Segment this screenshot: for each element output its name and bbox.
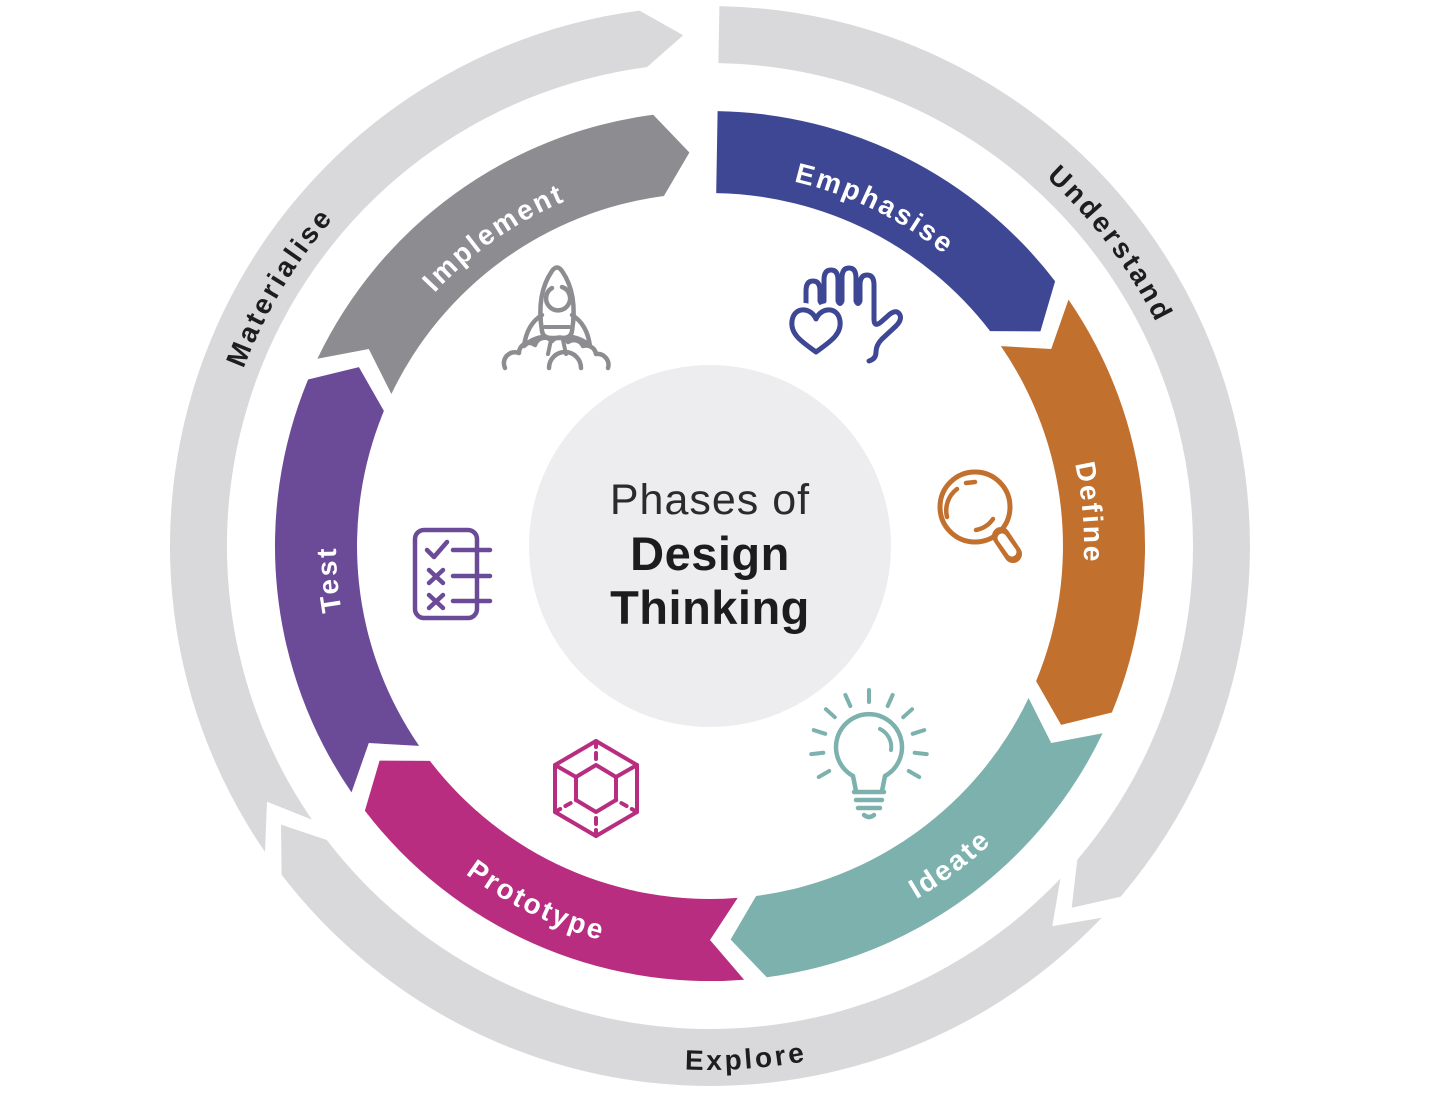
lightbulb-icon (809, 688, 929, 820)
segment-test (274, 367, 420, 793)
center-title-line1: Phases of (610, 476, 810, 524)
segment-prototype (364, 760, 745, 982)
checklist-icon (412, 527, 493, 621)
center-circle (529, 365, 891, 727)
segment-label-test: Test (311, 546, 348, 615)
hand-heart-icon (784, 265, 903, 364)
segment-understand (718, 6, 1250, 908)
segment-ideate (730, 698, 1103, 978)
segment-materialise (169, 10, 684, 852)
center-title-line2: Design (630, 527, 790, 580)
segment-emphasise (716, 111, 1056, 332)
segment-explore (281, 824, 1102, 1086)
heart-outline (789, 307, 843, 355)
rocket-icon (501, 265, 611, 371)
segment-implement (317, 114, 690, 394)
segment-define (1000, 299, 1146, 725)
magnifier-icon (937, 469, 1022, 563)
center-title-line3: Thinking (610, 581, 810, 634)
cube-icon (553, 739, 639, 838)
